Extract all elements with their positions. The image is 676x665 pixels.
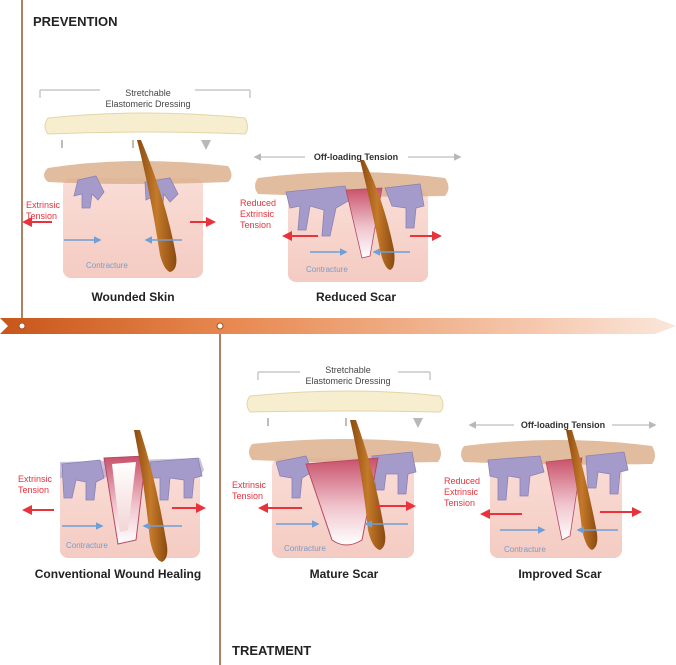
dressing-stretch-ticks [257, 372, 431, 380]
tension-label-line3: Tension [240, 220, 271, 230]
elastomeric-dressing [246, 390, 444, 413]
panel-conventional-wound-healing: Extrinsic Tension Contracture Convention… [18, 430, 206, 581]
dermal-papilla [371, 451, 417, 495]
hair-follicle [134, 430, 168, 562]
tension-label-line2: Tension [18, 485, 49, 495]
tension-label-line2: Extrinsic [240, 209, 275, 219]
contracture-label: Contracture [86, 261, 128, 270]
dermal-papilla [149, 457, 203, 501]
panel-title: Wounded Skin [91, 290, 174, 304]
tension-label-line2: Extrinsic [444, 487, 479, 497]
panel-improved-scar: Off-loading Tension Reduced Extrinsic Te… [444, 420, 655, 581]
contracture-label: Contracture [504, 545, 546, 554]
prevention-marker [18, 322, 26, 330]
offload-label: Off-loading Tension [521, 420, 605, 430]
panel-title: Improved Scar [518, 567, 602, 581]
elastomeric-dressing [44, 112, 248, 135]
hair-follicle [350, 420, 386, 550]
contracture-label: Contracture [284, 544, 326, 553]
tension-label-line1: Extrinsic [26, 200, 61, 210]
dressing-pressure-arrows [61, 140, 206, 148]
scar-tissue [305, 457, 379, 546]
timeline-arrow [0, 318, 676, 334]
dermal-papilla [61, 459, 105, 501]
dermal-papilla [585, 451, 629, 495]
dressing-label-line2: Elastomeric Dressing [105, 99, 190, 109]
panel-wounded-skin: Stretchable Elastomeric Dressing Extrins… [22, 88, 251, 304]
offload-label: Off-loading Tension [314, 152, 398, 162]
tension-label-line3: Tension [444, 498, 475, 508]
panel-reduced-scar: Off-loading Tension Reduced Extrinsic Te… [240, 152, 460, 304]
tension-label-line2: Tension [26, 211, 57, 221]
hair-follicle [360, 160, 395, 270]
dressing-pressure-arrows [267, 418, 418, 426]
panel-title: Reduced Scar [316, 290, 396, 304]
panel-title: Mature Scar [310, 567, 379, 581]
dressing-label-line1: Stretchable [325, 365, 371, 375]
dressing-label-line2: Elastomeric Dressing [305, 376, 390, 386]
contracture-label: Contracture [66, 541, 108, 550]
tension-label-line1: Extrinsic [232, 480, 267, 490]
contracture-label: Contracture [306, 265, 348, 274]
treatment-heading: TREATMENT [232, 643, 311, 658]
treatment-marker [216, 322, 224, 330]
panel-mature-scar: Stretchable Elastomeric Dressing Extrins… [232, 365, 444, 581]
tension-label-line1: Reduced [240, 198, 276, 208]
dressing-label-line1: Stretchable [125, 88, 171, 98]
dermal-papilla [384, 183, 425, 229]
dermal-papilla [275, 455, 313, 499]
prevention-heading: PREVENTION [33, 14, 118, 29]
panel-title: Conventional Wound Healing [35, 567, 201, 581]
wound-cavity [112, 462, 136, 532]
hair-follicle [137, 140, 177, 272]
dermal-papilla [73, 175, 105, 209]
dermal-papilla [487, 455, 545, 501]
tension-label-line1: Extrinsic [18, 474, 53, 484]
epidermis [44, 160, 232, 184]
dressing-stretch-ticks [39, 90, 251, 98]
scar-tissue [545, 457, 583, 541]
tension-label-line1: Reduced [444, 476, 480, 486]
hair-follicle [566, 430, 598, 550]
tension-label-line2: Tension [232, 491, 263, 501]
